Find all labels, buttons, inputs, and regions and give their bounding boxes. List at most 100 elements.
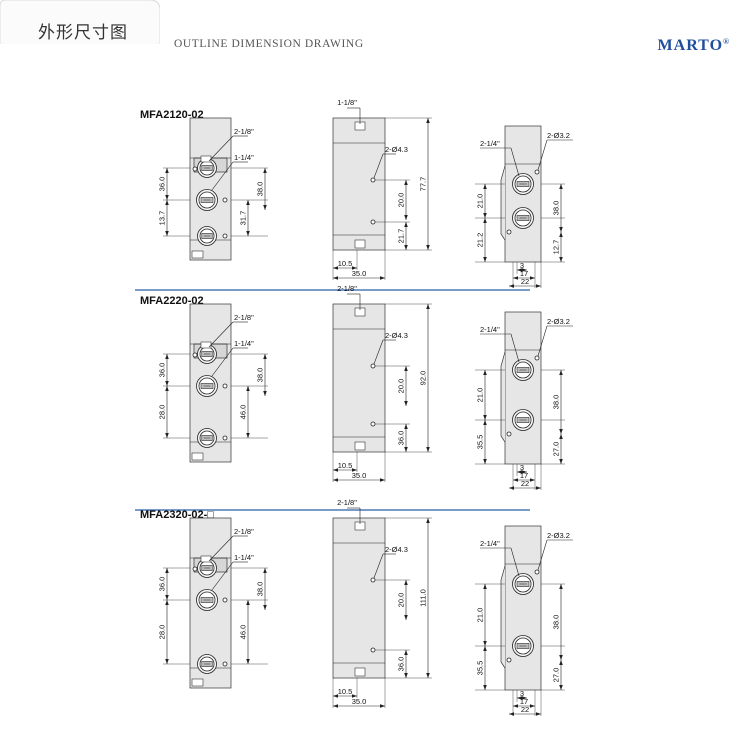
dimension-arrowhead (165, 200, 169, 205)
end-port-label: 2-1/4" (480, 325, 500, 334)
dimension-arrowhead (559, 232, 563, 237)
dimension-arrowhead (509, 712, 514, 716)
dimension-arrowhead (404, 245, 408, 250)
dimension-arrowhead (559, 584, 563, 589)
dimension-arrowhead (404, 180, 408, 185)
dimension-arrowhead (263, 168, 267, 173)
end-dim-bottom-b: 17 (520, 471, 528, 480)
dimension-arrowhead (333, 704, 338, 708)
side-body (332, 303, 386, 453)
end-leader (537, 325, 548, 357)
end-dim-right-a: 38.0 (552, 615, 561, 630)
dimension-arrowhead (483, 218, 487, 223)
front-dim-right-b: 46.0 (239, 625, 248, 640)
front-pilot-tab (200, 155, 212, 163)
dimension-arrowhead (536, 486, 541, 490)
dimension-arrowhead (530, 704, 535, 708)
side-port-label: 2-1/8" (337, 284, 357, 293)
side-port-cap (354, 441, 366, 451)
side-hole-label: 2-Ø4.3 (385, 145, 408, 154)
dimension-arrowhead (559, 184, 563, 189)
dimension-arrowhead (380, 704, 385, 708)
side-dim-mid: 20.0 (397, 379, 406, 394)
dimension-arrowhead (165, 168, 169, 173)
end-dim-bottom-a: 3 (520, 261, 524, 270)
front-leader (211, 561, 234, 591)
dimension-arrowhead (165, 595, 169, 600)
front-dim-left-a: 36.0 (158, 363, 167, 378)
dimension-arrowhead (517, 696, 522, 700)
dimension-arrowhead (165, 659, 169, 664)
end-dim-left-a: 21.0 (476, 608, 485, 623)
brand-name: MARTO (657, 37, 724, 54)
front-port-mid-label: 1-1/4" (234, 553, 254, 562)
dimension-arrowhead (426, 245, 430, 250)
front-screw (222, 233, 228, 239)
dimension-arrowhead (483, 685, 487, 690)
dimension-arrowhead (559, 459, 563, 464)
front-dim-right-a: 38.0 (256, 182, 265, 197)
side-dim-bottom-a: 10.5 (338, 687, 353, 696)
dimension-arrowhead (404, 580, 408, 585)
dimension-arrowhead (483, 257, 487, 262)
front-leader (208, 321, 234, 348)
side-body (332, 517, 386, 679)
end-leader (510, 333, 520, 363)
end-dim-left-a: 21.0 (476, 194, 485, 209)
side-dim-bottom-a: 10.5 (338, 259, 353, 268)
dimension-arrowhead (263, 568, 267, 573)
dimension-arrowhead (246, 659, 250, 664)
dimension-arrowhead (404, 222, 408, 227)
front-screw (222, 435, 228, 441)
side-port-cap (354, 667, 366, 677)
front-port-mid-label: 1-1/4" (234, 339, 254, 348)
end-hole (506, 431, 512, 437)
front-dim-left-b: 28.0 (158, 405, 167, 420)
side-port-label: 1-1/8" (337, 98, 357, 107)
dimension-arrowhead (483, 641, 487, 646)
dimension-arrowhead (483, 370, 487, 375)
front-dim-right-a: 38.0 (256, 368, 265, 383)
end-body (504, 525, 542, 691)
dimension-arrowhead (483, 646, 487, 651)
end-dim-right-a: 38.0 (552, 201, 561, 216)
front-dim-left-a: 36.0 (158, 577, 167, 592)
front-screw (222, 661, 228, 667)
end-leader (510, 547, 520, 577)
side-port-cap (354, 239, 366, 249)
end-dim-left-b: 21.2 (476, 233, 485, 248)
dimension-arrowhead (483, 420, 487, 425)
end-hole-label: 2-Ø3.2 (547, 531, 570, 540)
dimension-arrowhead (513, 704, 518, 708)
end-body (504, 311, 542, 465)
front-port-top-label: 2-1/8" (234, 127, 254, 136)
dimension-arrowhead (404, 673, 408, 678)
dimension-arrowhead (404, 447, 408, 452)
side-hole (370, 219, 376, 225)
header-tab (0, 0, 160, 44)
dimension-arrowhead (333, 266, 338, 270)
dimension-arrowhead (246, 200, 250, 205)
end-port-label: 2-1/4" (480, 139, 500, 148)
end-dim-right-b: 27.0 (552, 668, 561, 683)
dimension-arrowhead (426, 518, 430, 523)
dimension-arrowhead (509, 486, 514, 490)
front-port-mid-label: 1-1/4" (234, 153, 254, 162)
front-screw (192, 166, 198, 172)
front-port-top-label: 2-1/8" (234, 313, 254, 322)
side-hole (370, 421, 376, 427)
page-title-cn: 外形尺寸图 (38, 23, 128, 43)
front-mount (191, 678, 204, 687)
side-dim-bottom-b: 35.0 (352, 269, 367, 278)
dimension-arrowhead (536, 712, 541, 716)
dimension-arrowhead (352, 266, 357, 270)
front-screw (192, 352, 198, 358)
dimension-arrowhead (165, 433, 169, 438)
dimension-arrowhead (333, 694, 338, 698)
side-hole-label: 2-Ø4.3 (385, 331, 408, 340)
dimension-arrowhead (559, 685, 563, 690)
dimension-arrowhead (404, 215, 408, 220)
dimension-arrowhead (404, 401, 408, 406)
